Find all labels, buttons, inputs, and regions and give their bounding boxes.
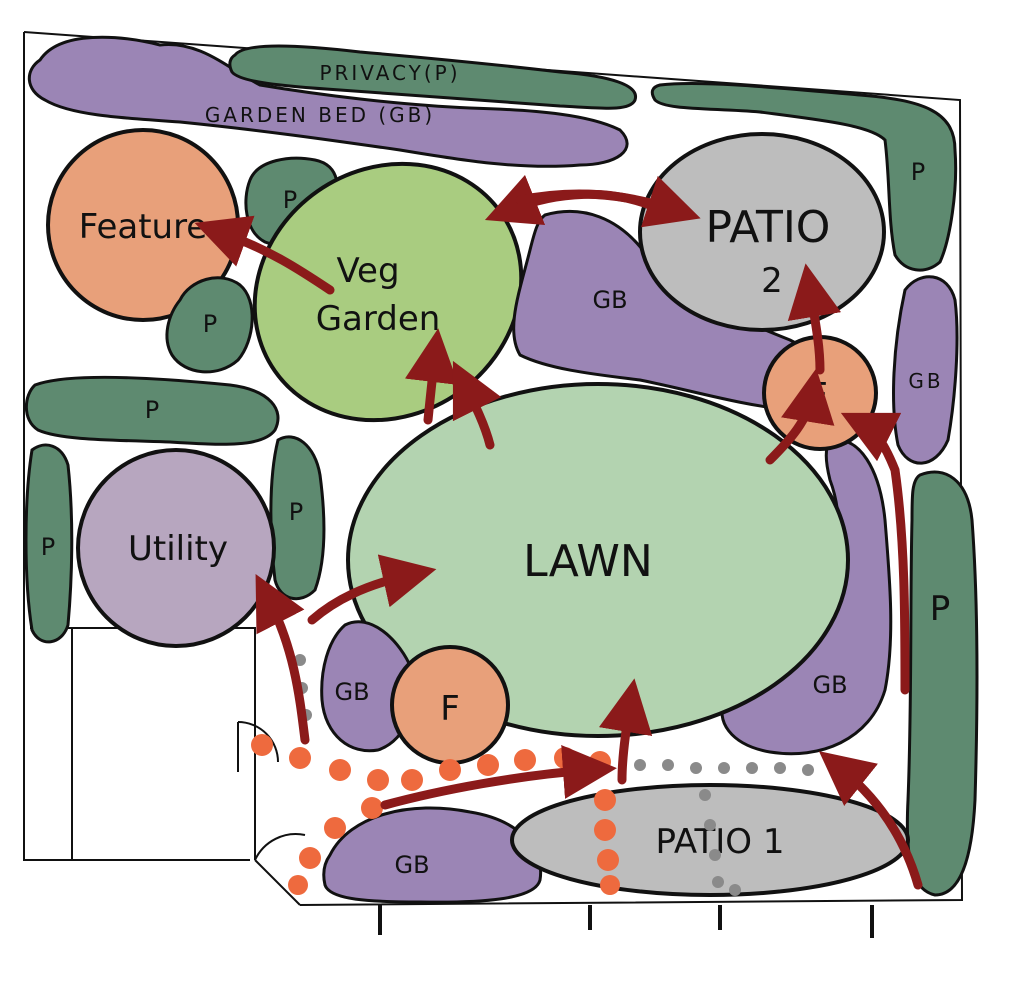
privacy-top-label: PRIVACY(P) [319, 61, 460, 85]
garden-bed-right-upper-label: GB [908, 369, 943, 393]
veg-garden-label-line2: Garden [316, 299, 441, 339]
fence-posts [378, 905, 874, 938]
movement-arrows [194, 174, 923, 890]
privacy-hedge-left-horizontal-label: P [145, 396, 159, 424]
privacy-hedge-top-right [650, 81, 958, 272]
patio-2-label-line1: PATIO [706, 202, 831, 253]
privacy-hedge-left-vertical-label: P [41, 533, 55, 561]
garden-bed-top [27, 35, 629, 168]
privacy-shrub-b-label: P [203, 310, 217, 338]
garden-bed-center-label: GB [592, 286, 627, 314]
privacy-hedge-left-vertical [24, 443, 74, 644]
privacy-shrub-b [165, 276, 254, 374]
privacy-hedge-top [228, 44, 637, 110]
garden-bed-lower-left [320, 620, 416, 753]
privacy-shrub-a-label: P [283, 186, 297, 214]
garden-bed-lower-left-label: GB [334, 678, 369, 706]
garden-bed-top-label: GARDEN BED (GB) [205, 103, 435, 127]
privacy-hedge-utility-side-label: P [289, 498, 303, 526]
stepping-stone-path [251, 734, 620, 895]
privacy-hedge-right-label: P [930, 589, 951, 629]
privacy-hedge-left-horizontal [24, 375, 280, 446]
garden-bed-bottom-label: GB [394, 851, 429, 879]
feature-label: Feature [79, 207, 207, 247]
utility-area [76, 448, 276, 648]
lawn-label: LAWN [523, 536, 653, 587]
gate-swings [237, 721, 306, 906]
garden-bed-right-large-label: GB [812, 671, 847, 699]
feature-lower-label: F [440, 689, 460, 729]
veg-garden-label-line1: Veg [336, 251, 399, 291]
utility-label: Utility [128, 529, 228, 569]
garden-bed-bottom [322, 806, 543, 904]
garden-bed-right-upper [892, 275, 959, 465]
patio-2-label-line2: 2 [761, 261, 783, 301]
privacy-hedge-right [905, 470, 979, 897]
privacy-hedge-top-right-label: P [911, 158, 925, 186]
lawn [346, 382, 850, 738]
